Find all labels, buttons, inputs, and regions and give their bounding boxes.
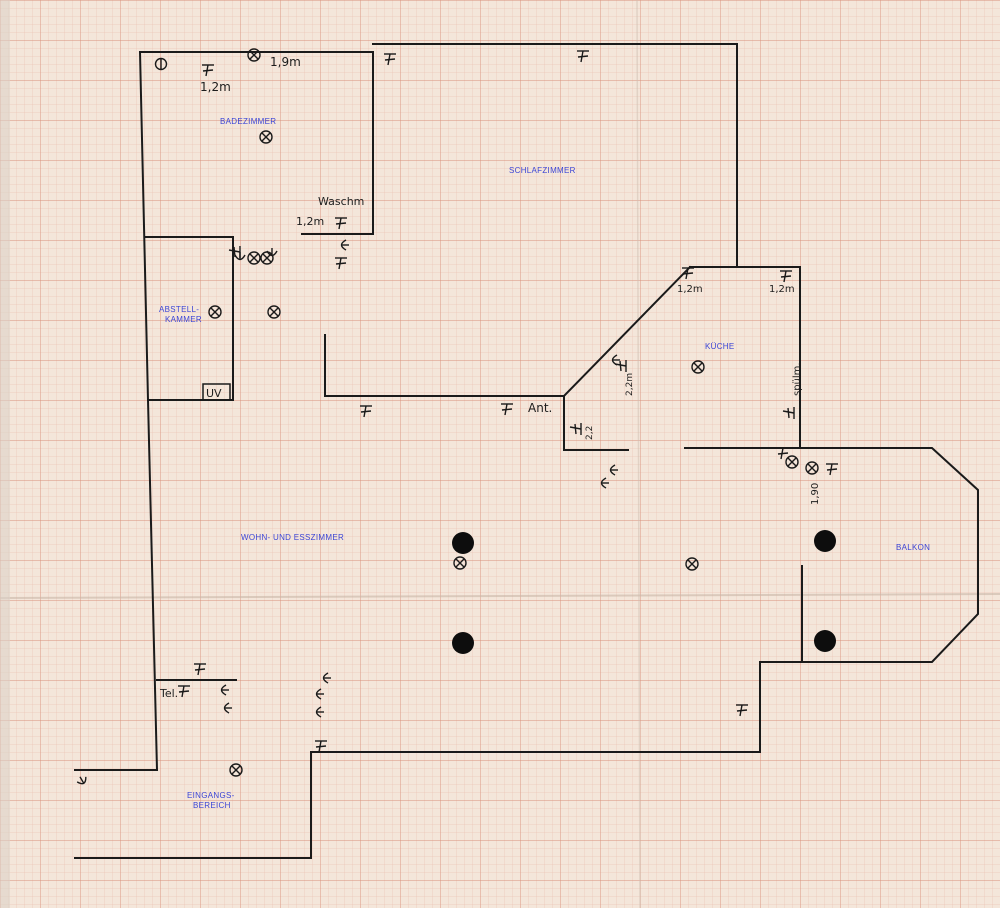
ceiling-lamp-icon: [691, 360, 705, 374]
switch-icon: [335, 217, 347, 230]
label-eingang-2: BEREICH: [193, 801, 231, 810]
label-abstellkammer-2: KAMMER: [165, 315, 202, 324]
switch-icon: [194, 663, 206, 676]
switch-icon: [202, 64, 214, 77]
ceiling-lamp-icon: [685, 557, 699, 571]
switch-icon: [826, 463, 838, 476]
ceiling-lamp-icon: [247, 251, 261, 265]
switch-icon: [228, 246, 241, 258]
socket-icon: [223, 702, 232, 714]
switch-icon: [501, 403, 513, 416]
ceiling-lamp-icon: [267, 305, 281, 319]
pillar-dot: [452, 532, 474, 554]
switch-icon: [614, 360, 627, 372]
ant-label: Ant.: [528, 401, 552, 415]
socket-icon: [600, 477, 609, 489]
switch-icon: [360, 405, 372, 418]
label-schlafzimmer: SCHLAFZIMMER: [509, 166, 576, 175]
socket-icon: [315, 688, 324, 700]
spuelm-label: spülm.: [792, 362, 803, 396]
socket-icon: [340, 239, 349, 251]
waschm-label: Waschm: [318, 195, 364, 208]
paper-fold-vertical: [636, 0, 641, 908]
balcony-height: 1,90: [810, 483, 821, 505]
switch-icon: [315, 740, 327, 753]
uv-label: UV: [206, 387, 222, 400]
waschm-height: 1,2m: [296, 215, 324, 228]
label-eingang-1: EINGANGS-: [187, 791, 235, 800]
label-abstellkammer-1: ABSTELL-: [159, 305, 199, 314]
switch-icon: [335, 257, 347, 270]
bath-fan-icon: [154, 57, 168, 71]
switch-icon: [736, 704, 748, 717]
paper-left-edge: [0, 0, 10, 908]
paper-fold-horizontal: [0, 593, 1000, 599]
ceiling-lamp-icon: [785, 455, 799, 469]
switch-icon: [569, 423, 582, 435]
switch-icon: [782, 407, 795, 419]
label-kueche: KÜCHE: [705, 342, 735, 351]
socket-icon: [609, 464, 618, 476]
label-balkon: BALKON: [896, 543, 930, 552]
socket-icon: [322, 672, 331, 684]
bath-height-19: 1,9m: [270, 55, 301, 69]
pillar-dot: [814, 630, 836, 652]
switch-icon: [777, 447, 789, 460]
switch-icon: [780, 270, 792, 283]
ceiling-lamp-icon: [805, 461, 819, 475]
pillar-dot: [452, 632, 474, 654]
socket-icon: [266, 248, 278, 257]
kitchen-height-left: 1,2m: [677, 284, 703, 295]
walls: [74, 43, 979, 859]
switch-icon: [178, 685, 190, 698]
kitchen-small-height: 2,2: [585, 426, 595, 440]
kitchen-height-right: 1,2m: [769, 284, 795, 295]
kitchen-diag-height: 2,2m: [625, 373, 635, 396]
bath-height-12: 1,2m: [200, 80, 231, 94]
switch-icon: [682, 267, 694, 280]
label-wohn-esszimmer: WOHN- UND ESSZIMMER: [241, 533, 344, 542]
ceiling-lamp-icon: [229, 763, 243, 777]
socket-icon: [220, 684, 229, 696]
socket-icon: [315, 706, 324, 718]
switch-icon: [384, 53, 396, 66]
switch-icons: [178, 50, 838, 753]
socket-icon: [76, 776, 87, 785]
tel-label: Tel.: [159, 687, 178, 700]
ceiling-lamp-icon: [208, 305, 222, 319]
ceiling-lamp-icon: [247, 48, 261, 62]
label-badezimmer: BADEZIMMER: [220, 117, 276, 126]
ceiling-lamp-icon: [259, 130, 273, 144]
pillar-dot: [814, 530, 836, 552]
ceiling-lamp-icon: [453, 556, 467, 570]
switch-icon: [577, 50, 589, 63]
